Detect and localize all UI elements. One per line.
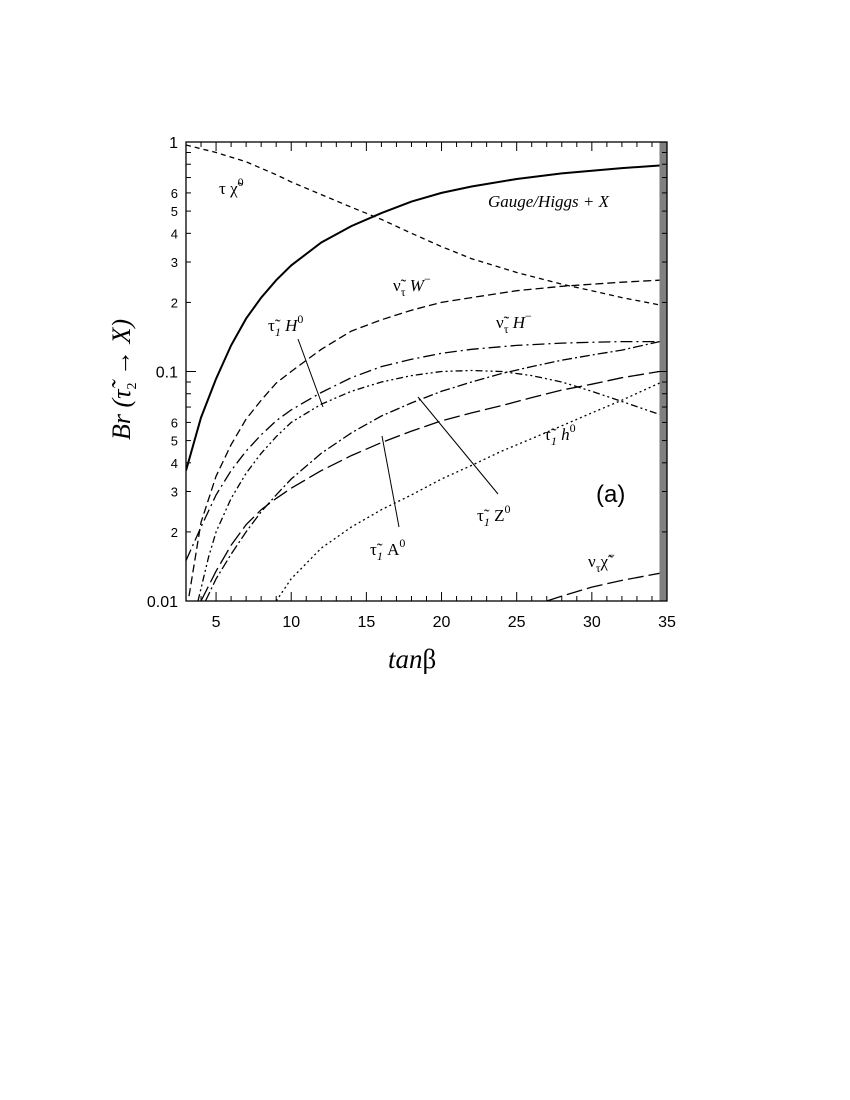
- series-lines: [186, 144, 660, 601]
- pointer-stau1-hh0: [297, 338, 324, 408]
- y-minor-label-6: 3: [171, 255, 178, 270]
- x-tick-label-25: 25: [508, 614, 526, 631]
- x-tick-label-20: 20: [433, 614, 451, 631]
- y-minor-label-8: 5: [171, 204, 178, 219]
- x-axis-label: tanβ: [388, 644, 436, 674]
- y-minor-label-5: 2: [171, 295, 178, 310]
- label-gauge-higgs: Gauge/Higgs + X: [488, 192, 610, 211]
- y-minor-label-7: 4: [171, 226, 178, 241]
- series-line-2-w: [188, 279, 660, 597]
- series-line-3-h: [186, 340, 660, 561]
- y-minor-label-2: 4: [171, 456, 178, 471]
- y-major-label-1: 0.1: [156, 365, 178, 382]
- x-tick-label-10: 10: [282, 614, 300, 631]
- series-line-7-1-h: [275, 382, 660, 601]
- x-tick-label-5: 5: [212, 614, 221, 631]
- series-line-8-series-8: [546, 572, 660, 601]
- series-line-1-series-1: [186, 144, 660, 306]
- pointer-stau1-z0: [417, 396, 499, 495]
- y-minor-label-1: 3: [171, 485, 178, 500]
- y-minor-label-3: 5: [171, 434, 178, 449]
- series-line-5-1-z: [204, 340, 660, 601]
- tick-labels: 5 10 15 20 25 30 35 0.01 0.1 1 2 3 4 5 6 2 3 4 5 6: [147, 135, 676, 631]
- panel-label: (a): [596, 481, 625, 508]
- series-line-0-gauge-higgs-x: [186, 164, 660, 471]
- y-major-label-2: 1: [169, 135, 178, 152]
- series-line-6-1-a: [200, 370, 660, 601]
- y-major-label-0: 0.01: [147, 594, 178, 611]
- axis-ticks: [185, 141, 668, 602]
- y-axis-label: Br (τ̃2 → X): [107, 319, 140, 440]
- label-pointer-lines: [297, 338, 499, 528]
- x-tick-label-35: 35: [658, 614, 676, 631]
- y-minor-label-0: 2: [171, 525, 178, 540]
- label-tau-chi0: τ χ̃0: [219, 175, 244, 198]
- series-line-4-1-h: [197, 369, 660, 601]
- y-minor-label-9: 6: [171, 186, 178, 201]
- y-minor-label-4: 6: [171, 415, 178, 430]
- pointer-stau1-a0: [381, 435, 400, 528]
- x-tick-label-30: 30: [583, 614, 601, 631]
- x-tick-label-15: 15: [357, 614, 375, 631]
